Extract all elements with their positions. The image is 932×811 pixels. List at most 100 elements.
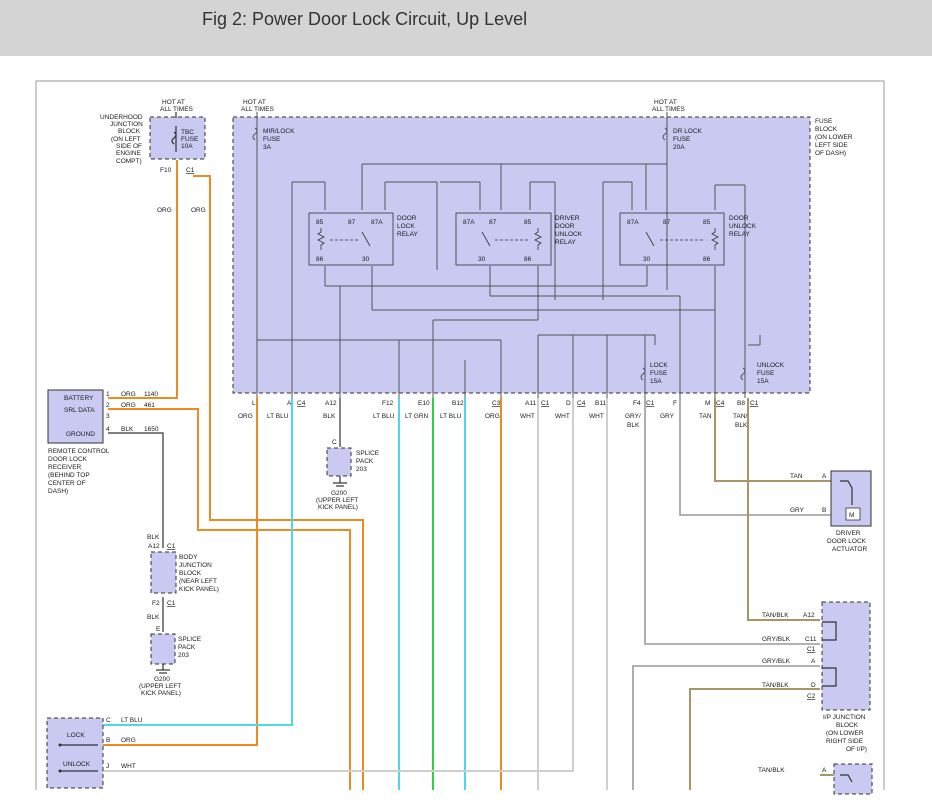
- underhood-junction-block: HOT AT ALL TIMES TBC FUSE 10A UNDERHOOD …: [100, 99, 206, 214]
- relay2-pin-87: 87: [489, 219, 497, 226]
- hot1-line1: HOT AT: [243, 99, 266, 106]
- wire-ltblu-2: LT BLU: [373, 413, 395, 420]
- splice2-ground-1: G200: [154, 676, 170, 683]
- relay2-pin-86: 86: [524, 256, 532, 263]
- lock-fuse-line1: LOCK: [650, 362, 668, 369]
- wire-grybl-2: BLK: [627, 422, 640, 429]
- wire-org-2: ORG: [485, 413, 500, 420]
- hot2-line1: HOT AT: [654, 99, 677, 106]
- pin-f12: F12: [382, 400, 394, 407]
- receiver-desc-5: CENTER OF: [48, 480, 86, 487]
- tbc-fuse-line3: 10A: [181, 143, 193, 150]
- bottom-right-wire: TAN/BLK: [758, 767, 785, 774]
- pin-a11: A11: [525, 400, 536, 407]
- relay1-pin-85: 85: [316, 219, 324, 226]
- ip-junction-block: TAN/BLK A12 GRY/BLK C11 C1 GRY/BLK A TAN…: [762, 601, 871, 753]
- bjb-name-3: BLOCK: [179, 570, 202, 577]
- page-title: Fig 2: Power Door Lock Circuit, Up Level: [202, 9, 528, 29]
- bjb-conn-bottom: C1: [167, 600, 176, 607]
- splice-pack-1: C SPLICE PACK 203 G200 (UPPER LEFT KICK …: [316, 439, 380, 511]
- relay1-pin-87a: 87A: [371, 219, 383, 226]
- mir-fuse-line2: FUSE: [263, 136, 281, 143]
- pin-b8: B8: [737, 400, 745, 407]
- bottom-right-pin: A: [822, 767, 827, 774]
- bjb-name-1: BODY: [179, 554, 198, 561]
- pin-c1-a: C1: [541, 400, 550, 407]
- receiver-wire-org1: ORG: [121, 391, 136, 398]
- dr-fuse-line2: FUSE: [673, 136, 691, 143]
- switch-wire-org: ORG: [121, 737, 136, 744]
- lock-fuse-line2: FUSE: [650, 370, 668, 377]
- pin-c1-c: C1: [750, 400, 759, 407]
- fuse-block-desc-3: (ON LOWER: [815, 134, 853, 141]
- bjb-name-4: (NEAR LEFT: [179, 578, 217, 585]
- underhood-desc-5: SIDE OF: [116, 143, 142, 150]
- wire-gry: GRY: [660, 413, 675, 420]
- pin-c4: C4: [297, 400, 306, 407]
- pin-b11: B11: [595, 400, 606, 407]
- wire-wht-2: WHT: [555, 413, 570, 420]
- relay3-name-2: UNLOCK: [729, 223, 757, 230]
- underhood-wire-left: ORG: [157, 207, 172, 214]
- relay3-pin-87: 87: [663, 219, 671, 226]
- dr-fuse-line3: 20A: [673, 144, 685, 151]
- ipj-pin-d: D: [811, 682, 816, 689]
- splice1-pin: C: [332, 439, 337, 446]
- wire-tanblk-1: TAN/: [733, 413, 748, 420]
- pin-a: A: [287, 400, 292, 407]
- bottom-right-component: TAN/BLK A: [758, 763, 873, 795]
- pin-b12: B12: [452, 400, 464, 407]
- underhood-hot-line2: ALL TIMES: [160, 106, 194, 113]
- fuse-block-desc-4: LEFT SIDE: [815, 142, 848, 149]
- splice1-ground-3: KICK PANEL): [318, 504, 358, 511]
- pin-l: L: [252, 400, 256, 407]
- wire-ltblu-3: LT BLU: [440, 413, 462, 420]
- relay3-pin-30: 30: [643, 256, 651, 263]
- receiver-wire-blk: BLK: [121, 426, 134, 433]
- underhood-desc-7: COMPT): [116, 158, 142, 165]
- unlock-fuse-line3: 15A: [757, 378, 769, 385]
- wire-org-1: ORG: [238, 413, 253, 420]
- actuator-name-3: ACTUATOR: [832, 546, 867, 553]
- bjb-name-5: KICK PANEL): [179, 586, 219, 593]
- relay1-name-3: RELAY: [397, 231, 418, 238]
- ipj-pin-c11: C11: [805, 636, 817, 643]
- switch-wire-ltblu: LT BLU: [121, 717, 143, 724]
- mir-fuse-line3: 3A: [263, 144, 272, 151]
- fuse-block-desc-2: BLOCK: [815, 126, 838, 133]
- ipj-wire-3: GRY/BLK: [762, 658, 791, 665]
- actuator-wire-tan: TAN: [790, 473, 803, 480]
- fuse-block-pin-labels: L A C4 A12 F12 E10 B12 C3 A11 C1 D C4 B1…: [252, 400, 759, 407]
- underhood-pin-c1: C1: [186, 167, 195, 174]
- door-lock-relay: 85 87 87A 86 30 DOOR LOCK RELAY: [308, 212, 418, 266]
- switch-pin-j: J: [106, 763, 109, 770]
- bjb-name-2: JUNCTION: [179, 562, 212, 569]
- receiver-circuit-1140: 1140: [144, 391, 158, 398]
- pin-f4: F4: [633, 400, 641, 407]
- ipj-pin-a: A: [811, 658, 816, 665]
- underhood-desc-2: JUNCTION: [110, 121, 143, 128]
- relay2-name-4: RELAY: [555, 239, 576, 246]
- relay3-name-1: DOOR: [729, 215, 749, 222]
- splice2-name-2: PACK: [178, 644, 196, 651]
- lock-switch: LOCK UNLOCK C B J LT BLU ORG WHT: [46, 717, 143, 789]
- ipj-name-2: BLOCK: [836, 722, 859, 729]
- splice1-ground-2: (UPPER LEFT: [316, 497, 358, 504]
- receiver-desc-4: (BEHIND TOP: [48, 472, 90, 479]
- pin-m: M: [705, 400, 710, 407]
- pin-c3: C3: [492, 400, 501, 407]
- wire-grybl-1: GRY/: [625, 413, 641, 420]
- actuator-motor-symbol: M: [849, 512, 854, 519]
- pin-d: D: [566, 400, 571, 407]
- bjb-wire-bottom: BLK: [147, 614, 160, 621]
- relay2-pin-85: 85: [524, 219, 532, 226]
- ipj-name-4: RIGHT SIDE: [826, 738, 864, 745]
- splice2-name-1: SPLICE: [178, 636, 202, 643]
- actuator-pin-b: B: [822, 507, 826, 514]
- remote-receiver: BATTERY SRL DATA GROUND 1 2 3 4 ORG 1140…: [47, 389, 159, 495]
- wire-blk: BLK: [323, 413, 336, 420]
- relay3-pin-86: 86: [703, 256, 711, 263]
- switch-lock-label: LOCK: [67, 732, 85, 739]
- actuator-name-2: DOOR LOCK: [827, 538, 867, 545]
- pin-e10: E10: [418, 400, 430, 407]
